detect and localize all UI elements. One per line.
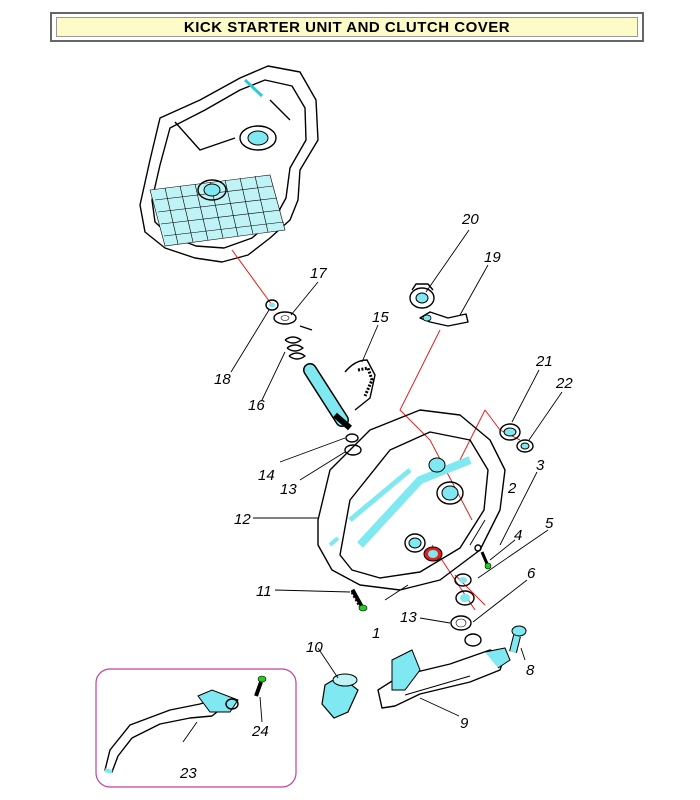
leader-lines [231, 249, 521, 611]
label-part-4: 4 [514, 527, 522, 544]
part-10-grip [321, 673, 359, 719]
part-17-washer [273, 311, 297, 325]
part-11-bolt [349, 588, 368, 612]
engine-case [139, 65, 319, 263]
label-part-3: 3 [536, 457, 545, 474]
page-title: KICK STARTER UNIT AND CLUTCH COVER [183, 18, 511, 36]
title-fill [56, 17, 638, 37]
part-22-plug [516, 439, 534, 453]
label-part-9: 9 [460, 715, 469, 732]
label-part-5: 5 [545, 515, 554, 532]
callouts [182, 229, 563, 743]
label-part-1: 1 [372, 625, 380, 642]
label-part-24: 24 [251, 723, 269, 740]
part-13b-washer [450, 615, 472, 631]
kit-box [95, 668, 297, 788]
label-part-18: 18 [214, 371, 231, 388]
label-part-12: 12 [234, 511, 251, 528]
part-13a-washer [344, 444, 362, 456]
label-part-19: 19 [484, 249, 501, 266]
part-24-bolt [254, 675, 267, 697]
part-14-washer [345, 433, 359, 443]
label-part-10: 10 [306, 639, 323, 656]
label-part-17: 17 [310, 265, 327, 282]
label-part-11: 11 [256, 583, 272, 600]
label-part-20: 20 [461, 211, 479, 228]
label-part-8: 8 [526, 662, 535, 679]
part-15-shaft [303, 359, 376, 431]
part-23-kick-lever [104, 689, 239, 774]
part-8-bolt [509, 625, 527, 653]
label-part-23: 23 [179, 765, 197, 782]
label-part-6: 6 [527, 565, 536, 582]
title-box: KICK STARTER UNIT AND CLUTCH COVER [50, 12, 644, 42]
label-part-16: 16 [248, 397, 265, 414]
part-2-washer [474, 544, 482, 552]
part-5-washer [454, 573, 472, 587]
label-part-13a: 13 [280, 481, 297, 498]
part-21-ring [499, 423, 521, 441]
label-part-15: 15 [372, 309, 389, 326]
label-part-2: 2 [507, 480, 517, 497]
part-18-ring [265, 299, 279, 311]
case-grid [149, 174, 286, 247]
label-part-13b: 13 [400, 609, 417, 626]
part-labels: 1 2 3 4 5 6 8 9 10 11 12 13 13 14 15 16 … [179, 211, 573, 782]
label-part-21: 21 [535, 353, 553, 370]
part-3-screw [480, 551, 492, 570]
part-9-lever [377, 647, 511, 709]
label-part-22: 22 [555, 375, 573, 392]
clutch-cover [317, 409, 506, 591]
part-16-spring [284, 325, 313, 360]
part-6-nut [455, 590, 475, 606]
label-part-14: 14 [258, 467, 275, 484]
part-6-ring [464, 633, 482, 647]
part-19-clip [419, 311, 469, 327]
part-20-gear [409, 283, 435, 309]
